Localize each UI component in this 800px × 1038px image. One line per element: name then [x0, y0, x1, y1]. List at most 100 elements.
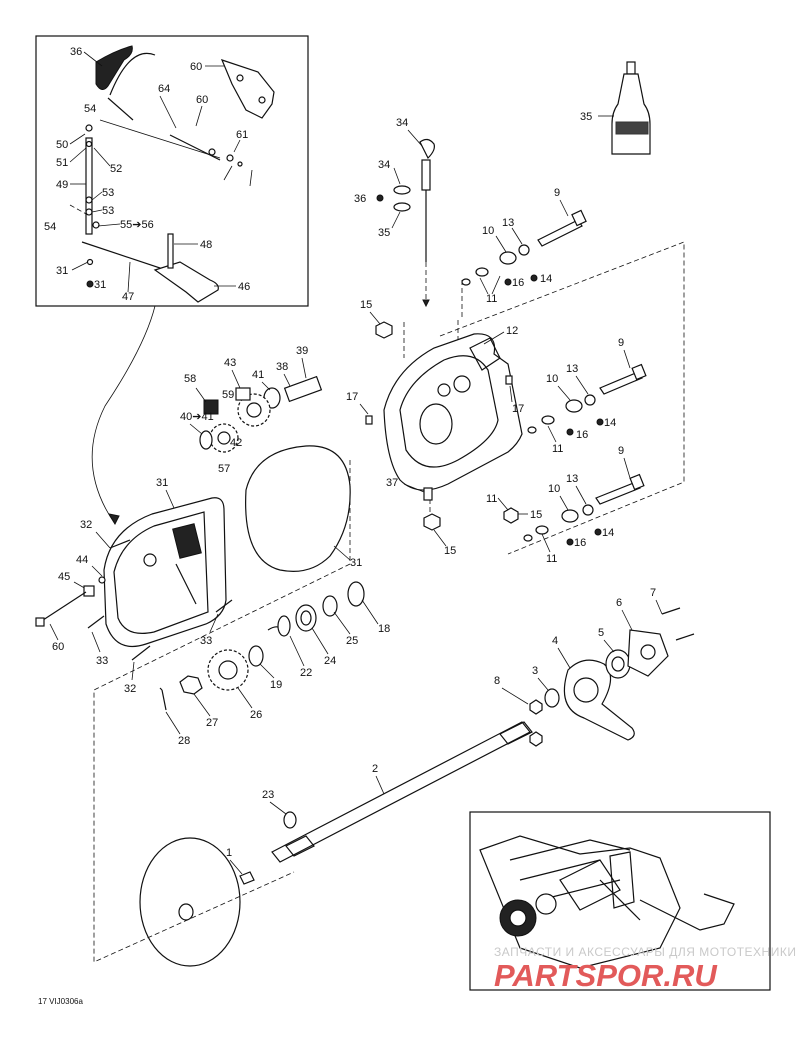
dipstick-32: 34 34 36 35 [354, 117, 435, 308]
callout-44: 46 [238, 281, 250, 293]
callout-32: 34 [396, 117, 408, 129]
callout-14c: 14 [602, 527, 614, 539]
callout-10a: 10 [482, 225, 494, 237]
nut-15-top: 15 [360, 299, 393, 339]
callout-9c: 9 [618, 445, 624, 457]
callout-40-41: 42 [230, 437, 242, 449]
callout-10b: 10 [546, 373, 558, 385]
callout-60a: 60 [196, 94, 208, 106]
callout-9a: 9 [554, 187, 560, 199]
gasket-27: 31 [245, 445, 362, 572]
cable-62 [109, 52, 156, 96]
callout-13a: 13 [502, 217, 514, 229]
callout-25: 27 [206, 717, 218, 729]
diagram-code: 17 VIJ0306a [38, 997, 83, 1006]
callout-11a: 11 [486, 293, 497, 305]
callout-22: 24 [324, 655, 336, 667]
callout-23: 25 [346, 635, 358, 647]
callout-16c: 16 [574, 537, 586, 549]
callout-34-bottle: 35 [580, 111, 592, 123]
callout-13c: 13 [566, 473, 578, 485]
callout-49: 51 [56, 157, 68, 169]
callout-12: 12 [506, 325, 518, 337]
vehicle-location-inset [469, 811, 771, 991]
callout-33a: 34 [378, 159, 390, 171]
chaincase-housing-12: 12 [383, 325, 523, 491]
callout-37: 39 [296, 345, 308, 357]
callout-18: 18 [378, 623, 390, 635]
bolt-group-top: 9 13 10 16 14 11 [461, 187, 587, 305]
lever-44 [153, 261, 219, 303]
lever-61 [95, 45, 133, 90]
callout-51: 53 [102, 205, 114, 217]
callout-52: 53 [102, 187, 114, 199]
callout-50: 52 [110, 163, 122, 175]
callout-54b: 55➔56 [120, 219, 154, 231]
callout-5: 5 [598, 627, 604, 639]
callout-33b: 35 [378, 227, 390, 239]
callout-6: 6 [616, 597, 622, 609]
callout-48: 50 [56, 139, 68, 151]
callout-29: 31 [94, 279, 106, 291]
callout-34a: 36 [354, 193, 366, 205]
callout-15a: 15 [360, 299, 372, 311]
callout-17b: 17 [512, 403, 524, 415]
oil-bottle-34: 35 [580, 61, 651, 155]
callout-60b: 61 [236, 129, 248, 141]
bearing-plate: 7 6 5 4 3 8 [494, 587, 695, 747]
callout-31a: 32 [80, 519, 92, 531]
watermark-logo: PARTSPOR.RU [494, 958, 718, 993]
callout-26: 28 [178, 735, 190, 747]
callout-17a: 17 [346, 391, 358, 403]
bolt-group-low: 9 13 10 16 14 11 15 11 [486, 445, 645, 565]
callout-56: 58 [184, 373, 196, 385]
callout-24: 26 [250, 709, 262, 721]
rod-47 [85, 137, 93, 235]
callout-14a: 14 [540, 273, 552, 285]
callout-8: 8 [494, 675, 500, 687]
callout-45: 47 [122, 291, 134, 303]
callout-54a: 54 [84, 103, 96, 115]
callout-13b: 13 [566, 363, 578, 375]
callout-42: 44 [76, 554, 88, 566]
callout-28: 31 [156, 477, 168, 489]
callout-1: 1 [226, 847, 232, 859]
callout-19: 19 [270, 679, 282, 691]
callout-15c: 15 [444, 545, 456, 557]
callout-16a: 16 [512, 277, 524, 289]
callout-39: 41 [252, 369, 264, 381]
callout-57: 59 [222, 389, 234, 401]
callout-16b: 16 [576, 429, 588, 441]
callout-31b: 33 [96, 655, 108, 667]
callout-14b: 14 [604, 417, 616, 429]
bracket-59 [220, 59, 275, 119]
callout-41: 43 [224, 357, 236, 369]
bolt-group-mid: 9 13 10 16 14 11 [527, 337, 647, 455]
callout-59: 60 [190, 61, 202, 73]
callout-11c: 11 [546, 553, 557, 565]
callout-43: 45 [58, 571, 70, 583]
callout-11d: 11 [486, 493, 497, 505]
callout-38: 40➔41 [180, 411, 214, 423]
callout-31d: 32 [124, 683, 136, 695]
callout-30: 31 [56, 265, 68, 277]
lower-gears: 18 25 24 22 19 26 27 28 [159, 581, 390, 747]
callout-58: 60 [52, 641, 64, 653]
callout-53a: 54 [44, 221, 56, 233]
callout-27: 31 [350, 557, 362, 569]
drain-plug-35: 37 15 [386, 477, 456, 557]
callout-46: 48 [200, 239, 212, 251]
callout-2: 2 [372, 763, 378, 775]
watermark-text: ЗАПЧАСТИ И АКСЕССУАРЫ ДЛЯ МОТОТЕХНИКИ [494, 945, 796, 959]
callout-47: 49 [56, 179, 68, 191]
callout-35: 37 [386, 477, 398, 489]
callout-31c: 33 [200, 635, 212, 647]
upper-gears: 39 38 41 43 58 59 40➔41 42 57 [180, 345, 323, 475]
callout-9b: 9 [618, 337, 624, 349]
callout-62: 64 [158, 83, 170, 95]
dowel-17: 17 17 [346, 375, 524, 425]
callout-61: 36 [70, 46, 82, 58]
cover-28: 31 32 44 45 60 33 33 32 [35, 477, 233, 695]
callout-15b: 15 [530, 509, 542, 521]
callout-3: 3 [532, 665, 538, 677]
